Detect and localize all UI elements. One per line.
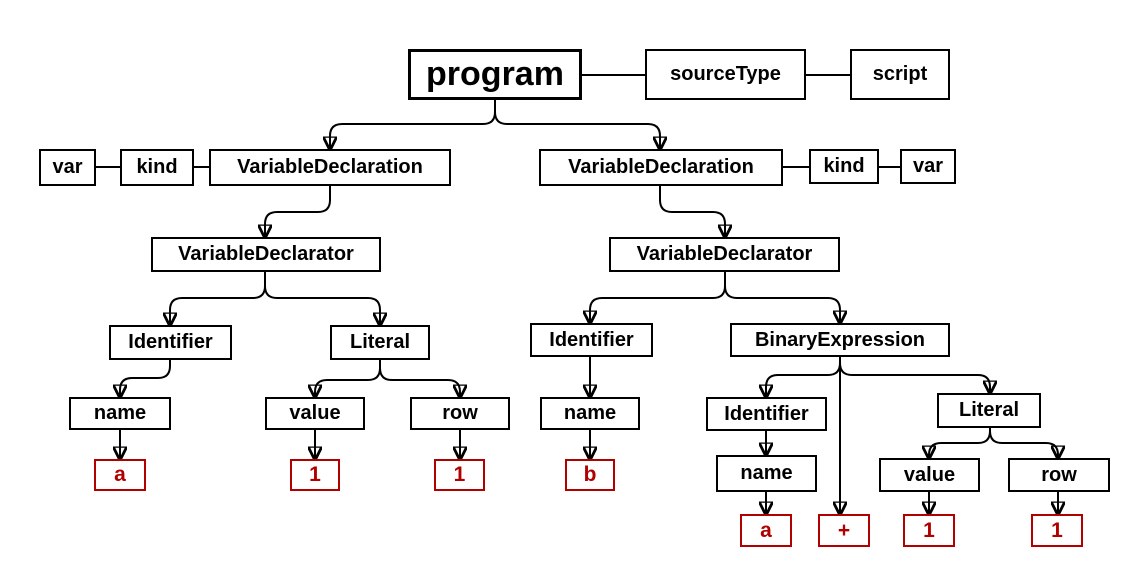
binary-left-name-prop-node: name (716, 455, 817, 492)
edge-left-identifier-name (120, 360, 171, 397)
right-variable-declarator-node: VariableDeclarator (609, 237, 840, 272)
source-type-key-node: sourceType (645, 49, 806, 100)
right-kind-value-node: var (900, 149, 956, 184)
left-identifier-node: Identifier (109, 325, 232, 360)
left-name-value-node: a (94, 459, 146, 491)
source-type-value-node: script (850, 49, 950, 100)
right-name-prop-node: name (540, 397, 640, 430)
binary-expression-node: BinaryExpression (730, 323, 950, 357)
left-row-prop-node: row (410, 397, 510, 430)
edge-inner-literal-row (989, 428, 1058, 458)
binary-right-value-node: 1 (903, 514, 955, 547)
right-name-value-node: b (565, 459, 615, 491)
left-value-prop-node: value (265, 397, 365, 430)
left-literal-value-node: 1 (290, 459, 340, 491)
edge-binary-literal (839, 357, 990, 393)
binary-right-row-node: 1 (1031, 514, 1083, 547)
left-literal-node: Literal (330, 325, 430, 360)
binary-left-identifier-node: Identifier (706, 397, 827, 431)
left-name-prop-node: name (69, 397, 171, 430)
right-identifier-node: Identifier (530, 323, 653, 357)
right-variable-declaration-node: VariableDeclaration (539, 149, 783, 186)
binary-left-name-value-node: a (740, 514, 792, 547)
binary-right-value-prop-node: value (879, 458, 980, 492)
edge-left-decl-declarator (265, 186, 331, 237)
left-variable-declarator-node: VariableDeclarator (151, 237, 381, 272)
edge-left-declarator-identifier (170, 272, 266, 325)
binary-right-literal-node: Literal (937, 393, 1041, 428)
left-kind-value-node: var (39, 149, 96, 186)
left-variable-declaration-node: VariableDeclaration (209, 149, 451, 186)
edge-binary-identifier (766, 357, 841, 397)
binary-operator-node: + (818, 514, 870, 547)
left-kind-key-node: kind (120, 149, 194, 186)
edge-right-decl-declarator (659, 186, 725, 237)
program-node: program (408, 49, 582, 100)
binary-right-row-prop-node: row (1008, 458, 1110, 492)
edge-program-decl-left (330, 100, 496, 149)
edge-program-decl-right (494, 100, 660, 149)
right-kind-key-node: kind (809, 149, 879, 184)
edge-left-literal-value (315, 360, 381, 397)
edge-right-declarator-identifier (590, 272, 726, 323)
edge-left-declarator-literal (264, 272, 380, 325)
edge-right-declarator-binary (724, 272, 840, 323)
left-literal-row-node: 1 (434, 459, 485, 491)
edge-inner-literal-value (929, 428, 991, 458)
edge-left-literal-row (379, 360, 460, 397)
